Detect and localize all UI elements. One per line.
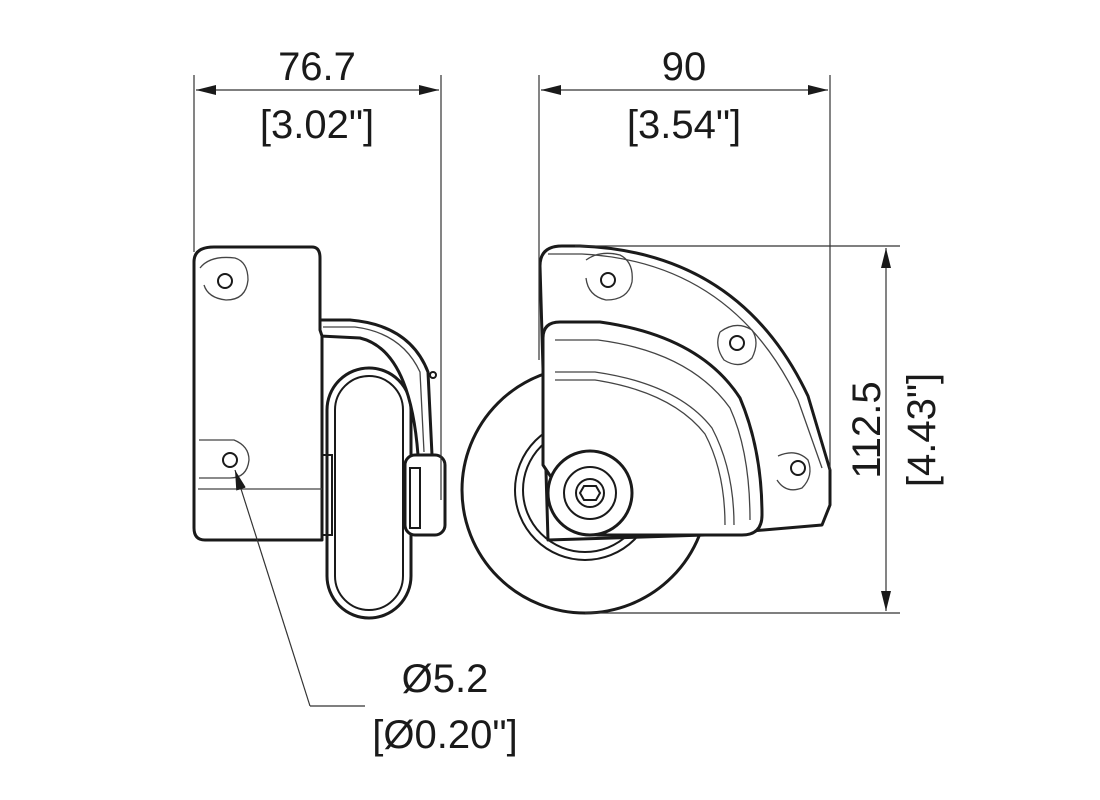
side-width-imperial: [3.02"] bbox=[260, 103, 374, 147]
hole-diameter-metric: Ø5.2 bbox=[402, 657, 489, 701]
front-view bbox=[460, 244, 832, 615]
side-view-fork bbox=[316, 318, 447, 537]
dimension-hole-diameter: Ø5.2 [Ø0.20"] bbox=[234, 469, 518, 757]
dimension-front-width: 90 [3.54"] bbox=[538, 45, 831, 470]
dimension-front-height: 112.5 [4.43"] bbox=[575, 245, 944, 614]
side-view-wheel bbox=[325, 366, 413, 620]
mounting-hole bbox=[222, 452, 238, 468]
side-view-plate bbox=[192, 245, 324, 542]
hole-diameter-imperial: [Ø0.20"] bbox=[372, 713, 517, 757]
side-view bbox=[192, 245, 447, 620]
dimension-side-width: 76.7 [3.02"] bbox=[193, 45, 442, 500]
front-height-metric: 112.5 bbox=[845, 381, 889, 478]
side-width-metric: 76.7 bbox=[278, 45, 356, 89]
front-width-imperial: [3.54"] bbox=[627, 103, 741, 147]
front-view-hub bbox=[546, 449, 634, 537]
front-height-imperial: [4.43"] bbox=[900, 373, 944, 487]
front-width-metric: 90 bbox=[662, 45, 707, 89]
